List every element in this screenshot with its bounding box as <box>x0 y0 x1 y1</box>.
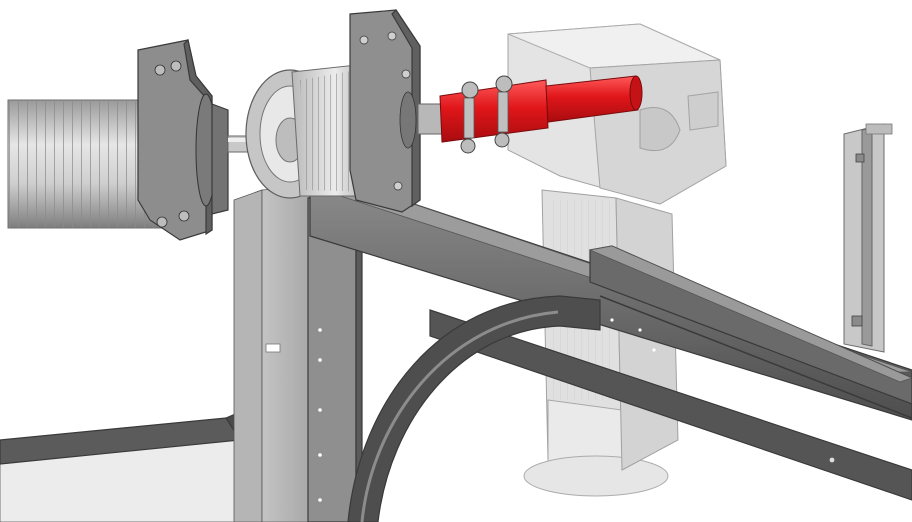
vertical-post-left <box>233 185 311 522</box>
panel <box>0 411 253 522</box>
curved-track <box>347 295 601 522</box>
red-shaft-coupling <box>417 75 643 154</box>
bearing-plate-right <box>349 9 421 213</box>
right-bracket <box>843 123 893 353</box>
bearing-plate-left <box>137 38 229 241</box>
horizontal-track <box>309 185 912 501</box>
